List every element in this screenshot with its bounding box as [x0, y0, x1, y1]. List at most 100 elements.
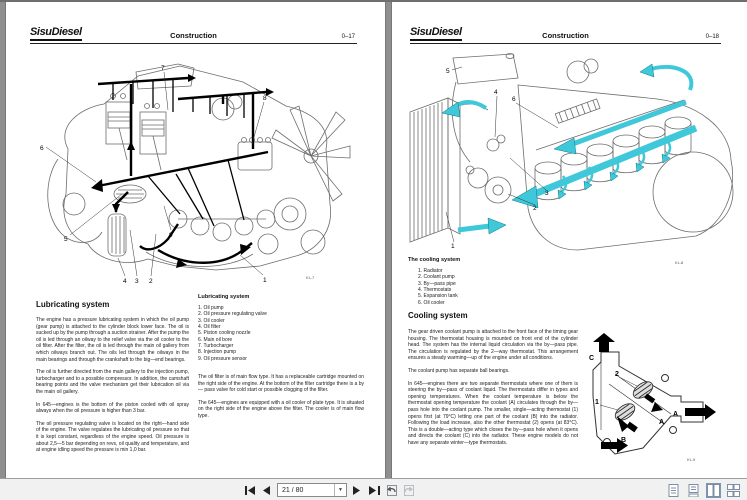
continuous-view-button[interactable] [686, 483, 701, 498]
figure-code: KI–7 [306, 275, 315, 280]
paragraph: The coolant pump has separate ball beari… [408, 367, 510, 374]
callout-leaders [45, 71, 265, 277]
detail-leaders [599, 376, 638, 411]
svg-text:1: 1 [451, 243, 455, 250]
svg-text:A: A [673, 411, 678, 418]
single-page-view-button[interactable] [666, 483, 681, 498]
figure-code: KI–8 [675, 260, 684, 265]
legend-item: 5. Expansion tank [418, 293, 458, 300]
svg-text:6: 6 [40, 145, 44, 152]
svg-text:3: 3 [545, 190, 549, 197]
next-view-button[interactable] [401, 483, 415, 497]
legend-item: 6. Oil cooler [418, 299, 445, 306]
section-heading: Lubricating system [36, 300, 110, 309]
previous-page-button[interactable] [260, 483, 274, 497]
svg-text:4: 4 [123, 278, 127, 285]
page-number-box: ▼ [277, 483, 347, 497]
page-number-input[interactable] [278, 484, 334, 496]
paragraph: The gear driven coolant pump is attached… [408, 329, 578, 362]
legend-item: 3. Oil cooler [198, 317, 225, 324]
oil-cooler-body [113, 184, 147, 204]
document-page-left: SisuDiesel Construction 0–17 [5, 2, 386, 480]
svg-text:6: 6 [512, 96, 516, 103]
turbocharger-body [566, 60, 590, 84]
svg-text:2: 2 [533, 205, 537, 212]
viewer-toolbar: ▼ [0, 478, 747, 500]
svg-text:2: 2 [149, 278, 153, 285]
chapter-title: Construction [170, 31, 217, 40]
page-layout-group [666, 482, 741, 498]
paragraph: The 645—engines are equipped with a oil … [198, 399, 364, 420]
paragraph: In 645—engines there are two separate th… [408, 380, 578, 446]
page-header: SisuDiesel Construction 0–17 [30, 26, 357, 44]
page-header: SisuDiesel Construction 0–18 [410, 26, 721, 44]
lubrication-diagram: 7 8 6 5 4 3 2 9 1 [40, 63, 351, 285]
page-number: 0–18 [705, 34, 719, 40]
page-dropdown-button[interactable]: ▼ [334, 484, 346, 496]
legend-item: 4. Thermostats [418, 287, 452, 294]
chevron-down-icon: ▼ [338, 487, 343, 493]
document-page-right: SisuDiesel Construction 0–18 [391, 2, 747, 480]
last-page-button[interactable] [367, 483, 381, 497]
legend-list: 1. Radiator 2. Coolant pump 3. By—pass p… [418, 268, 458, 306]
svg-text:1: 1 [595, 399, 599, 406]
callout-leaders [445, 66, 559, 243]
legend-item: 8. Injection pump [198, 349, 237, 356]
lubricating-text-column: Lubricating system The engine has a pres… [36, 300, 189, 460]
brand-logo: SisuDiesel [30, 27, 82, 41]
expansion-tank [452, 53, 519, 85]
section-heading: Cooling system [408, 311, 468, 320]
svg-text:1: 1 [263, 277, 267, 284]
paragraph: The oil pressure regulating valve is loc… [36, 420, 189, 454]
svg-text:5: 5 [64, 236, 68, 243]
legend-item: 3. By—pass pipe [418, 280, 456, 287]
brand-logo: SisuDiesel [410, 27, 462, 41]
paragraph: The oil filter is of main flow type. It … [198, 374, 364, 394]
paragraph: The engine has a pressure lubricating sy… [36, 317, 189, 363]
svg-text:3: 3 [135, 278, 139, 285]
svg-text:9: 9 [169, 232, 173, 239]
legend-item: 4. Oil filter [198, 324, 221, 331]
figure-code: KI–9 [687, 457, 696, 462]
chapter-title: Construction [542, 31, 589, 40]
legend-item: 1. Oil pump [198, 305, 224, 311]
legend-heading: Lubricating system [198, 294, 250, 300]
legend-list: 1. Oil pump 2. Oil pressure regulating v… [198, 305, 364, 362]
injection-pump-body [237, 141, 273, 171]
legend-item: 5. Piston cooling nozzle [198, 330, 251, 337]
legend-item: 6. Main oil bore [198, 336, 233, 343]
svg-text:B: B [621, 437, 626, 444]
thermostat-detail-diagram: C 2 1 A A B [589, 333, 716, 455]
oil-filter-body [107, 213, 127, 257]
legend-item: 2. Oil pressure regulating valve [198, 311, 267, 318]
legend-item: 7. Turbocharger [198, 343, 234, 350]
two-page-continuous-view-button[interactable] [726, 483, 741, 498]
page-navigation: ▼ [243, 482, 415, 498]
svg-text:7: 7 [161, 65, 165, 72]
svg-text:C: C [589, 355, 594, 362]
coolant-pump [484, 176, 512, 204]
figure-caption: The cooling system [408, 257, 461, 263]
oil-branches [112, 79, 245, 227]
svg-text:8: 8 [263, 95, 267, 102]
svg-text:A: A [659, 419, 664, 426]
flow-arrows [593, 333, 716, 453]
cooling-text-column: The gear driven coolant pump is attached… [408, 329, 578, 453]
figure-legend-column: Lubricating system 1. Oil pump 2. Oil pr… [198, 294, 364, 426]
next-page-button[interactable] [350, 483, 364, 497]
housing-outline [592, 351, 704, 455]
flow-labels: C 2 1 A A B [589, 355, 678, 444]
svg-text:2: 2 [615, 371, 619, 378]
callout-numbers: 5 4 6 3 2 1 [446, 68, 549, 250]
legend-item: 9. Oil pressure sensor [198, 355, 247, 362]
flow-arrowheads [91, 74, 274, 268]
coolant-flow [441, 63, 698, 235]
svg-text:4: 4 [494, 89, 498, 96]
paragraph: The oil is further directed from the mai… [36, 369, 189, 395]
page-number: 0–17 [341, 34, 355, 40]
cooling-diagram: 5 4 6 3 2 1 [409, 53, 734, 251]
previous-view-button[interactable] [384, 483, 398, 497]
first-page-button[interactable] [243, 483, 257, 497]
two-page-view-button[interactable] [706, 482, 721, 498]
pdf-viewer-canvas: SisuDiesel Construction 0–17 [0, 0, 747, 480]
